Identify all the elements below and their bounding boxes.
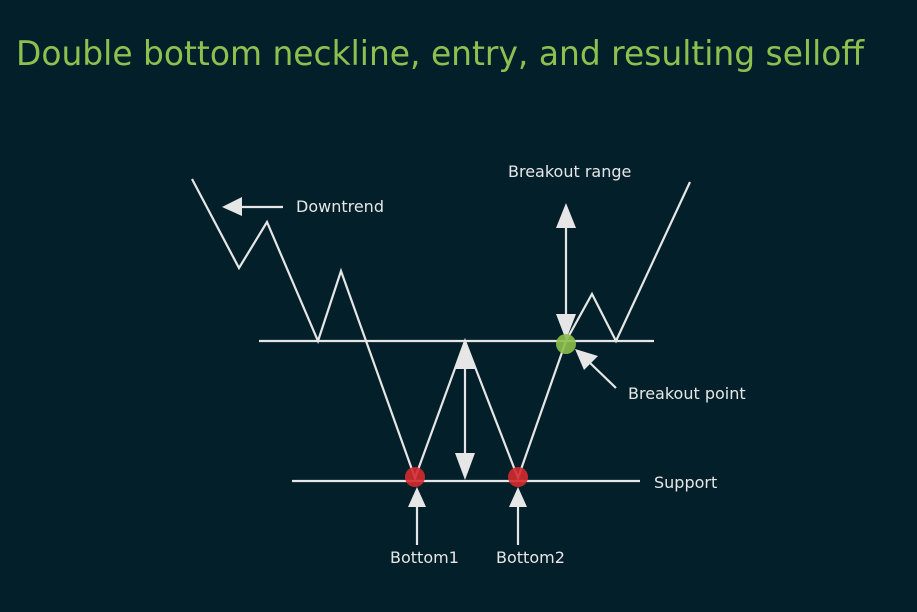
support-label: Support [654,473,717,492]
bottom2-marker [508,467,528,487]
bottom2-arrow-icon [509,487,527,545]
breakout-point-label: Breakout point [628,384,746,403]
downtrend-label: Downtrend [296,197,384,216]
bottom1-arrow-icon [408,487,426,545]
downtrend-arrow-icon [222,197,283,216]
breakout-range-arrow-icon [556,203,576,340]
breakout-marker [556,334,576,354]
bottom2-label: Bottom2 [496,548,565,567]
price-line [191,178,691,482]
breakout-range-label: Breakout range [508,162,631,181]
bottom1-marker [405,467,425,487]
pattern-height-arrow-icon [455,342,475,480]
breakout-point-arrow-icon [575,349,617,389]
page-title: Double bottom neckline, entry, and resul… [16,34,866,74]
bottom1-label: Bottom1 [390,548,459,567]
